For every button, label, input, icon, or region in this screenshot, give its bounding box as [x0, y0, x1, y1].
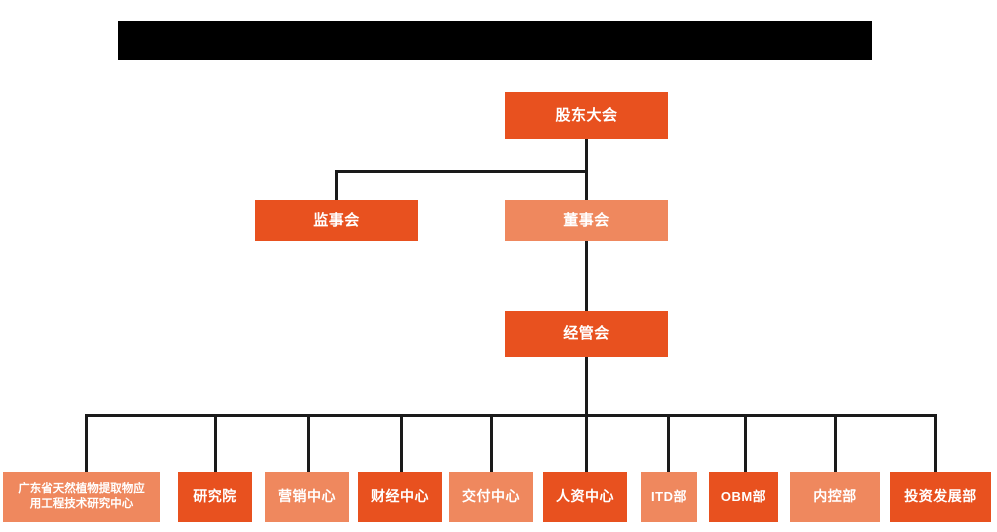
connector-drop-engineering-research-center: [85, 414, 88, 472]
connector-drop-investment-development-dept: [934, 414, 937, 472]
connector-drop-delivery-center: [490, 414, 493, 472]
connector-drop-internal-control-dept: [834, 414, 837, 472]
node-board-of-directors[interactable]: 董事会: [505, 200, 668, 241]
connector-drop-obm-dept: [744, 414, 747, 472]
connector-drop-marketing-center: [307, 414, 310, 472]
connector-supervisory-drop: [335, 170, 338, 200]
node-obm-dept[interactable]: OBM部: [709, 472, 778, 522]
node-research-institute[interactable]: 研究院: [178, 472, 252, 522]
connector-shareholders-split: [335, 170, 588, 173]
connector-shareholders-down: [585, 139, 588, 172]
node-label-line-1: 广东省天然植物提取物应: [18, 483, 145, 496]
connector-management-down: [585, 357, 588, 417]
node-itd-dept[interactable]: ITD部: [641, 472, 697, 522]
connector-drop-research-institute: [214, 414, 217, 472]
node-investment-development-dept[interactable]: 投资发展部: [890, 472, 991, 522]
node-delivery-center[interactable]: 交付中心: [449, 472, 533, 522]
connector-drop-finance-center: [400, 414, 403, 472]
redacted-title-banner: [118, 21, 872, 60]
node-supervisory-board[interactable]: 监事会: [255, 200, 418, 241]
node-shareholders-meeting[interactable]: 股东大会: [505, 92, 668, 139]
node-marketing-center[interactable]: 营销中心: [265, 472, 349, 522]
node-internal-control-dept[interactable]: 内控部: [790, 472, 880, 522]
connector-drop-itd-dept: [667, 414, 670, 472]
connector-drop-hr-center: [585, 414, 588, 472]
node-finance-center[interactable]: 财经中心: [358, 472, 442, 522]
node-hr-center[interactable]: 人资中心: [543, 472, 627, 522]
node-engineering-research-center[interactable]: 广东省天然植物提取物应 用工程技术研究中心: [3, 472, 160, 522]
node-label-line-2: 用工程技术研究中心: [29, 498, 134, 510]
connector-department-bus: [85, 414, 936, 417]
connector-directors-to-management: [585, 241, 588, 311]
connector-directors-drop: [585, 170, 588, 200]
node-management-committee[interactable]: 经管会: [505, 311, 668, 357]
